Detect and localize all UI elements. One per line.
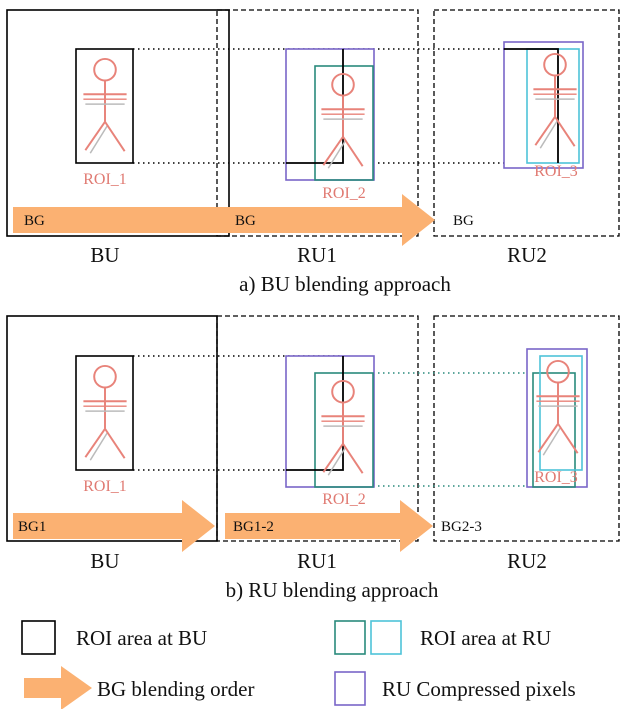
ru1-frame-a (216, 9, 419, 237)
roi-label-1-a: ROI_1 (83, 171, 127, 188)
compressed-box-ru2-b (526, 348, 588, 488)
roi-ru-teal-box-ru2-b (532, 372, 576, 488)
ru2-frame-b (433, 315, 620, 542)
legend: ROI area at BU ROI area at RU BG blendin… (21, 620, 576, 709)
legend-roi-ru-teal-swatch (334, 620, 366, 655)
roi-ru-cyan-box-ru2-b (539, 355, 583, 471)
legend-roi-bu-label: ROI area at BU (76, 626, 207, 650)
ru1-frame-b (216, 315, 419, 542)
bg-arrow-1-b (13, 500, 215, 552)
bg-label-1-b: BG1 (18, 519, 46, 535)
roi-label-2-a: ROI_2 (322, 185, 366, 202)
legend-roi-ru-label: ROI area at RU (420, 626, 551, 650)
legend-bg-order-label: BG blending order (97, 677, 254, 701)
ru2-frame-a (433, 9, 620, 237)
column-label-ru1-b: RU1 (297, 549, 337, 573)
legend-compressed-label: RU Compressed pixels (382, 677, 576, 701)
panel-a: ROI_1 ROI_2 ROI_3 BG BG BG BU RU1 RU2 a)… (6, 9, 620, 296)
bg-arrow-a (13, 194, 435, 246)
bg-arrow-2-b (225, 500, 433, 552)
legend-compressed-swatch (334, 671, 366, 706)
column-label-ru2-b: RU2 (507, 549, 547, 573)
column-label-bu-a: BU (90, 243, 119, 267)
roi-label-3-b: ROI_3 (534, 469, 578, 486)
panel-b: ROI_1 ROI_2 ROI_3 BG1 BG1-2 BG2-3 BU RU1… (6, 315, 620, 602)
roi-bu-outline-ru1-a (286, 49, 344, 164)
bg-label-2-a: BG (235, 213, 256, 229)
roi-label-3-a: ROI_3 (534, 163, 578, 180)
roi-label-1-b: ROI_1 (83, 478, 127, 495)
column-label-ru2-a: RU2 (507, 243, 547, 267)
column-label-bu-b: BU (90, 549, 119, 573)
caption-a: a) BU blending approach (239, 272, 451, 296)
roi-bu-outline-ru1-b (286, 356, 344, 471)
legend-roi-bu-swatch (21, 620, 56, 655)
column-label-ru1-a: RU1 (297, 243, 337, 267)
legend-arrow-icon (24, 666, 92, 709)
bu-frame-a (6, 9, 230, 237)
roi-ru-teal-box-ru1-b (314, 372, 374, 488)
bg-label-1-a: BG (24, 213, 45, 229)
caption-b: b) RU blending approach (226, 578, 439, 602)
legend-roi-ru-cyan-swatch (370, 620, 402, 655)
bg-label-3-b: BG2-3 (441, 519, 482, 535)
roi-bu-outline-ru2-a (504, 48, 559, 163)
roi-label-2-b: ROI_2 (322, 491, 366, 508)
compressed-box-ru2-a (503, 41, 584, 169)
bg-label-3-a: BG (453, 213, 474, 229)
bg-label-2-b: BG1-2 (233, 519, 274, 535)
roi-ru-teal-box-ru1-a (314, 65, 374, 181)
